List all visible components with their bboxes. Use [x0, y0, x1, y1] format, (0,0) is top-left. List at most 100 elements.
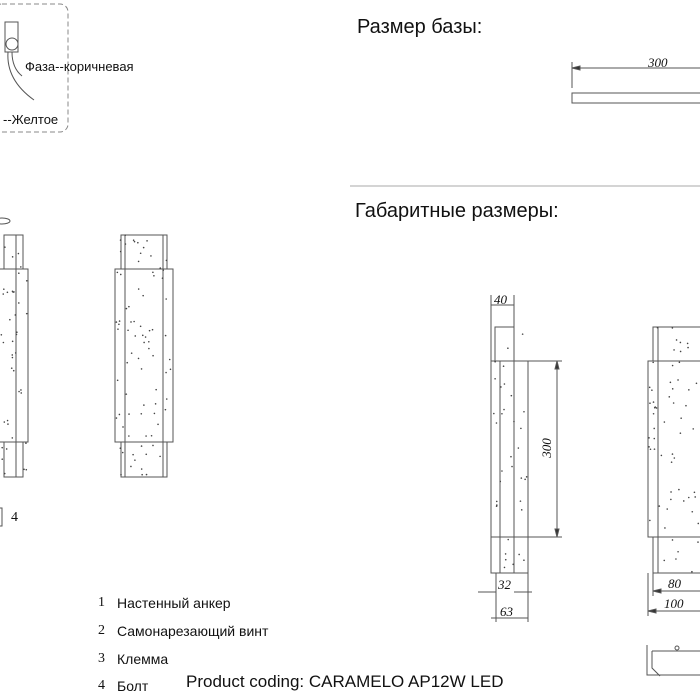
overall-dimensions-title: Габаритные размеры:	[355, 200, 559, 222]
part-label: Самонарезающий винт	[117, 623, 269, 639]
speckle	[653, 427, 655, 430]
speckle	[140, 413, 143, 415]
speckle	[512, 563, 514, 566]
base-size-title: Размер базы:	[357, 16, 483, 38]
speckle	[503, 383, 506, 385]
speckle	[496, 504, 498, 506]
speckle	[655, 407, 658, 409]
speckle	[648, 446, 650, 448]
speckle	[7, 423, 9, 425]
speckle	[2, 341, 5, 344]
speckle	[691, 510, 694, 513]
speckle	[673, 457, 676, 459]
speckle	[137, 288, 140, 290]
side-top-width-label: 40	[494, 292, 507, 307]
speckle	[685, 404, 687, 407]
speckle	[11, 340, 14, 343]
speckle	[20, 266, 22, 268]
speckle	[18, 390, 20, 393]
speckle	[127, 329, 129, 332]
speckle	[18, 272, 20, 275]
speckle	[133, 240, 136, 243]
speckle	[159, 267, 162, 269]
front-outer-width-label: 100	[664, 596, 684, 611]
speckle	[118, 413, 121, 416]
speckle	[0, 333, 3, 336]
speckle	[504, 553, 507, 555]
speckle	[153, 274, 155, 277]
speckle	[679, 341, 682, 344]
speckle	[23, 468, 25, 471]
speckle	[161, 277, 164, 279]
speckle	[11, 437, 14, 439]
speckle	[12, 369, 15, 372]
speckle	[148, 340, 150, 343]
part-number: 1	[98, 595, 105, 610]
speckle	[658, 505, 661, 507]
speckle	[14, 352, 17, 354]
speckle	[507, 538, 509, 541]
speckle	[500, 386, 502, 388]
speckle	[511, 465, 513, 468]
speckle	[132, 453, 134, 456]
speckle	[693, 491, 696, 494]
speckle	[141, 334, 144, 337]
speckle	[495, 422, 498, 424]
speckle	[15, 333, 18, 336]
speckle	[510, 394, 513, 397]
speckle	[3, 472, 6, 475]
speckle	[652, 412, 655, 415]
speckle	[493, 412, 495, 415]
lamp-bottom-view	[646, 645, 700, 677]
speckle	[669, 381, 672, 384]
speckle	[155, 388, 157, 391]
speckle	[143, 404, 145, 406]
speckle	[157, 423, 159, 426]
speckle	[146, 240, 148, 242]
speckle	[134, 335, 137, 337]
speckle	[116, 271, 119, 274]
speckle	[168, 358, 171, 361]
speckle	[145, 453, 148, 456]
speckle	[128, 435, 130, 437]
speckle	[165, 298, 167, 300]
speckle	[510, 455, 512, 458]
speckle	[148, 329, 151, 332]
speckle	[1, 446, 3, 449]
terminal-icon	[4, 21, 35, 101]
speckle	[679, 350, 682, 353]
speckle	[165, 398, 168, 400]
speckle	[680, 417, 682, 419]
speckle	[501, 470, 503, 472]
speckle	[652, 401, 655, 403]
speckle	[140, 368, 143, 370]
speckle	[117, 328, 119, 330]
speckle	[137, 260, 140, 263]
speckle	[649, 448, 652, 451]
speckle	[152, 354, 154, 357]
speckle	[517, 447, 520, 449]
speckle	[4, 246, 6, 248]
speckle	[152, 444, 154, 447]
speckle	[6, 419, 9, 422]
speckle	[122, 426, 124, 428]
side-outer-width-label: 63	[500, 604, 513, 619]
speckle	[162, 269, 165, 272]
speckle	[150, 434, 153, 437]
side-height-label: 300	[538, 438, 554, 458]
speckle	[133, 320, 135, 323]
base-dimension	[571, 62, 700, 88]
speckle	[501, 412, 503, 415]
speckle	[519, 500, 522, 502]
speckle	[523, 559, 525, 562]
speckle	[494, 361, 496, 363]
speckle	[128, 305, 130, 308]
speckle	[152, 271, 154, 274]
speckle	[164, 334, 167, 337]
speckle	[653, 406, 656, 409]
speckle	[116, 379, 119, 382]
speckle	[670, 498, 672, 501]
speckle	[118, 320, 121, 322]
speckle	[150, 255, 152, 257]
